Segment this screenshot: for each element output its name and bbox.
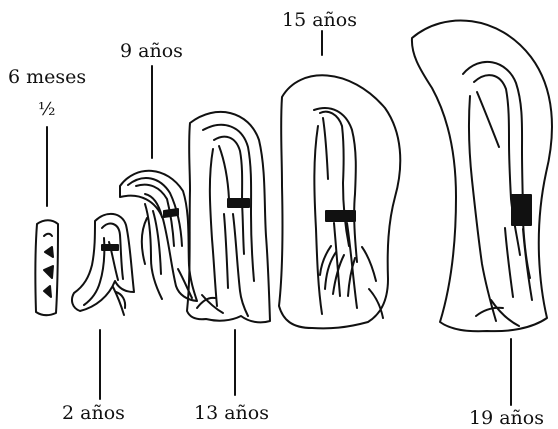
specimen-6-months xyxy=(35,220,58,315)
label-15-years: 15 años xyxy=(282,11,357,30)
label-2-years: 2 años xyxy=(62,404,125,423)
specimen-15-years xyxy=(279,75,400,328)
specimen-2-years xyxy=(72,214,134,315)
label-half: ½ xyxy=(38,101,55,119)
label-13-years: 13 años xyxy=(194,404,269,423)
specimen-13-years xyxy=(187,112,270,322)
label-19-years: 19 años xyxy=(469,409,544,428)
leader-lines xyxy=(47,31,511,405)
specimen-9-years xyxy=(120,171,197,301)
label-6-months: 6 meses xyxy=(8,68,86,87)
label-9-years: 9 años xyxy=(120,42,183,61)
specimen-19-years xyxy=(412,20,552,331)
